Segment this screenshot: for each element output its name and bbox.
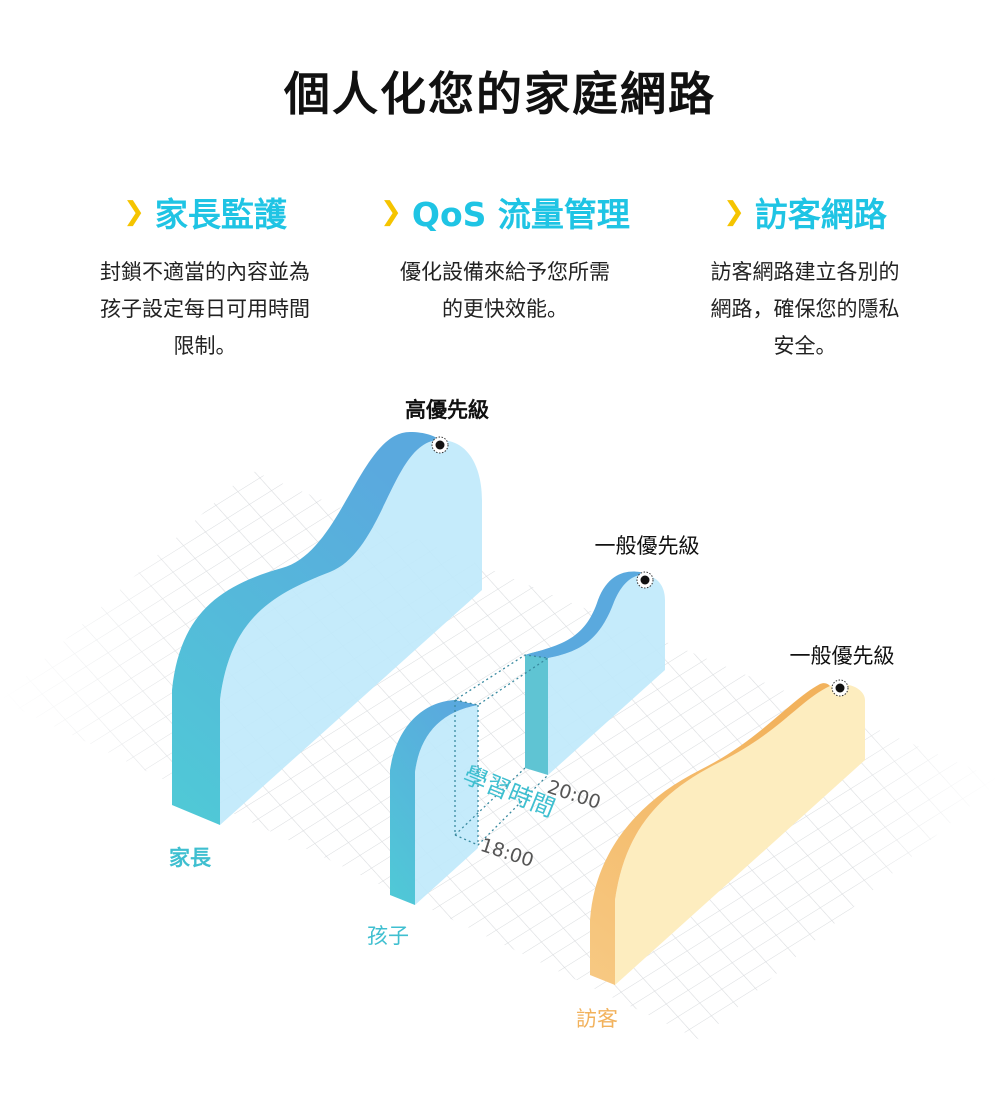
child-label: 孩子 xyxy=(367,924,409,948)
chevron-right-icon: ❯ xyxy=(723,197,745,227)
page-title: 個人化您的家庭網路 xyxy=(284,67,716,121)
feature-title: 訪客網路 xyxy=(754,195,887,234)
priority-high-label: 高優先級 xyxy=(405,398,489,422)
guest-bandwidth-wave xyxy=(590,683,865,985)
priority-dot xyxy=(636,571,654,589)
priority-normal-label: 一般優先級 xyxy=(594,534,700,558)
feature-desc-line: 限制。 xyxy=(173,334,237,358)
study-time-box xyxy=(453,654,550,846)
parent-bandwidth-wave xyxy=(172,432,482,825)
child-bandwidth-wave xyxy=(390,571,665,905)
feature-title: QoS 流量管理 xyxy=(411,195,630,234)
feature-title: 家長監護 xyxy=(154,195,287,234)
guest-label: 訪客 xyxy=(576,1007,618,1031)
chevron-right-icon: ❯ xyxy=(123,197,145,227)
feature-qos: ❯ QoS 流量管理 優化設備來給予您所需 的更快效能。 xyxy=(355,188,655,328)
feature-desc-line: 孩子設定每日可用時間 xyxy=(100,297,310,321)
feature-desc-line: 優化設備來給予您所需 xyxy=(400,260,610,284)
priority-dot xyxy=(831,679,849,697)
priority-dot xyxy=(431,436,449,454)
feature-desc-line: 訪客網路建立各別的 xyxy=(710,260,900,284)
priority-normal-label: 一般優先級 xyxy=(789,644,895,668)
feature-desc-line: 安全。 xyxy=(773,334,837,358)
chevron-right-icon: ❯ xyxy=(380,197,402,227)
feature-parental-control: ❯ 家長監護 封鎖不適當的內容並為 孩子設定每日可用時間 限制。 xyxy=(55,188,355,365)
feature-desc-line: 的更快效能。 xyxy=(442,297,568,321)
feature-guest-network: ❯ 訪客網路 訪客網路建立各別的 網路，確保您的隱私 安全。 xyxy=(655,188,955,365)
feature-desc-line: 封鎖不適當的內容並為 xyxy=(100,260,310,284)
feature-desc-line: 網路，確保您的隱私 xyxy=(710,297,900,321)
parent-label: 家長 xyxy=(169,846,211,870)
